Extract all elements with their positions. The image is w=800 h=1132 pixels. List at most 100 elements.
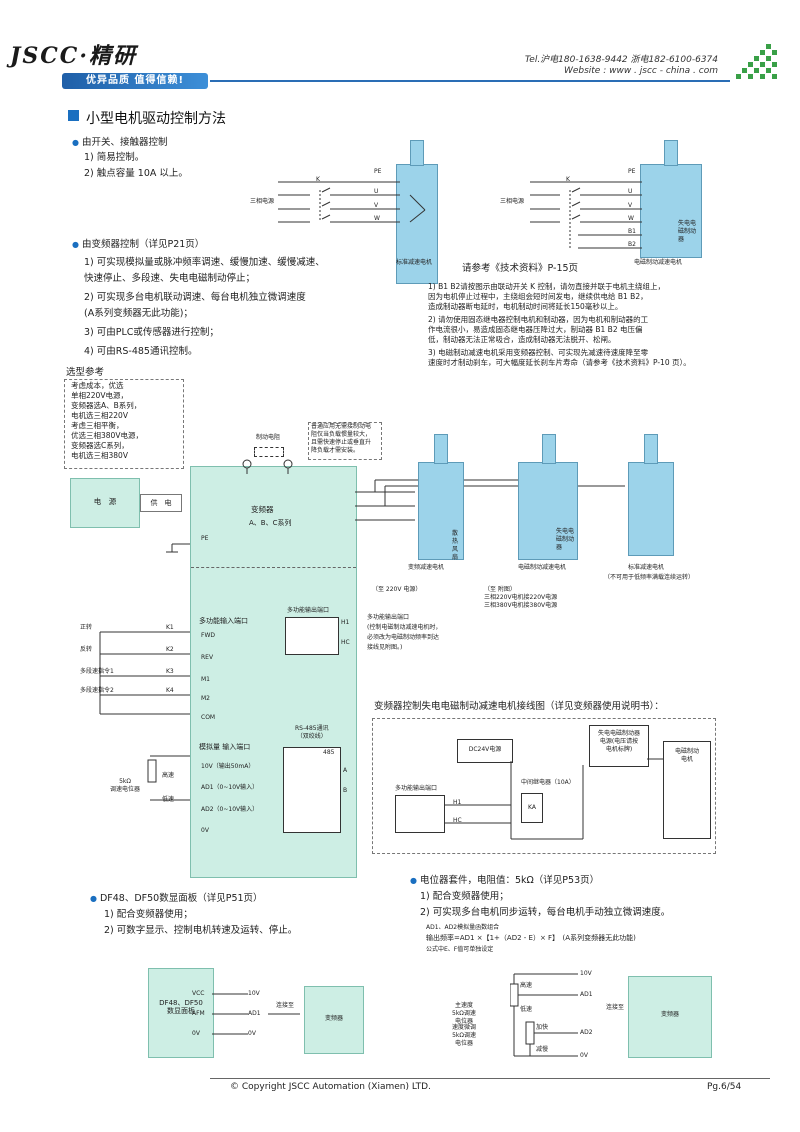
pot-high: 高速 [520,982,533,989]
ka-coil: KA [521,793,543,823]
method2-item: 快速停止、多段速、失电电磁制动停止； [84,273,256,284]
brake-resistor [254,447,284,457]
footer-rule [210,1078,770,1079]
pot-connect: 连接至 [606,1004,625,1011]
input-port-title: 多功能输入端口 [199,617,248,625]
motor-sub: （至 220V 电源） [372,586,422,593]
note-line: 1) B1 B2请按图示由联动开关 K 控制，请勿直接并联于电机主绕组上， [428,282,665,291]
supply-label: 三相电源 [250,198,275,205]
rs485-transceiver [283,747,341,833]
input-terminal: M1 [201,676,210,683]
note-line: 作电流很小，易造成固态继电器压降过大，制动器 B1 B2 电压偏 [428,325,643,334]
pot-acc: 加快 [536,1024,549,1031]
pot-kit-item: 1) 配合变频器使用； [420,891,509,902]
header-rule [210,80,730,82]
resistor-note-line: 普通应用无需接制动电 [311,423,372,430]
pot-kit-wiring [510,973,578,1057]
wiring-diagram: DC24V电源 失电电磁制动器 电源(电压请按 电机标牌) 电磁制动 电机 中间… [372,718,716,854]
selection-line: 优选三相380V电源， [71,431,143,440]
note-line: 造成制动器断电延时，电机制动时间将延长150毫秒以上。 [428,302,623,311]
terminal-v: V [374,202,379,209]
output-note: 必须改为电磁制动频率到达 [367,634,440,641]
analog-port-title: 模拟量 输入端口 [199,743,251,751]
df-val: AD1 [248,1010,261,1017]
motor-inner: 失电电磁制动器 [556,528,575,551]
method1-title: 由开关、接触器控制 [72,136,168,149]
page-number: Pg.6/54 [707,1082,742,1092]
website: Website : www . jscc - china . com [563,66,718,76]
selection-line: 考虑成本，优选 [71,381,124,390]
df-pin: 0V [192,1030,200,1037]
df-item: 2) 可数字显示、控制电机转速及运转、停止。 [104,925,298,936]
note-line: 因为电机停止过程中，主绕组会短时间发电，继续供电给 B1 B2， [428,292,648,301]
df-val: 0V [248,1030,256,1037]
df-pin: VCC [192,990,205,997]
terminal-w: W [374,215,380,222]
selection-line: 电机选三相380V [71,451,128,460]
a-terminal: A [343,767,348,774]
pot-term: 0V [580,1052,588,1059]
switch-k-label: K [316,176,320,183]
df-panel-label: DF48、DF50 数显面板 [159,999,203,1015]
motor-caption: 电磁制动减速电机 [518,564,567,571]
motor-caption: 电磁制动减速电机 [634,259,683,266]
supply-label: 供 电 [150,499,172,507]
inverter-pe: PE [201,535,209,542]
brake-resistor-label: 制动电阻 [256,434,281,441]
brake-motor-box: 电磁制动 电机 [663,741,711,839]
switch-label-m1: 多段速指令1 [80,668,114,675]
method2-item: 4) 可由RS-485通讯控制。 [84,346,198,357]
section-marker-icon [68,110,79,121]
selection-line: 电机选三相220V [71,411,128,420]
pot-term: AD1 [580,991,593,998]
output-note: (控制电磁制动减速电机时， [367,624,442,631]
output-note: 接线见附图。) [367,644,403,651]
wiring-title: 变频器控制失电电磁制动减速电机接线图（详见变频器使用说明书）： [374,701,664,712]
method1-item: 2) 触点容量 10A 以上。 [84,168,188,179]
inverter-motor [418,462,464,560]
section-title: 小型电机驱动控制方法 [86,111,226,127]
fine-pot-label: 速度微调 5kΩ调速 电位器 [452,1024,477,1047]
motor-shaft [664,140,678,166]
k1-label: K1 [166,624,174,631]
brake-label: 失电电磁制动器 [678,220,697,243]
reference-note: 请参考《技术资料》P-15页 [462,263,579,274]
pot-dec: 减慢 [536,1046,549,1053]
method2-title: 由变频器控制（详见P21页） [72,238,204,251]
selection-line: 变频器选A、B系列， [71,401,142,410]
standard-motor [628,462,674,556]
motor-shaft [644,434,658,464]
input-terminal: M2 [201,695,210,702]
method2-item: 1) 可实现模拟量或脉冲频率调速、缓慢加速、缓慢减速、 [84,257,325,268]
pot-high: 高速 [162,772,175,779]
input-terminal: COM [201,714,216,721]
motor-body [640,164,702,258]
pot-inverter: 变频器 [628,976,712,1058]
analog-terminal: AD2（0~10V输入） [201,806,259,813]
inverter-wiring [99,459,293,801]
pot-label: 5kΩ 调速电位器 [110,778,141,793]
brake-motor [518,462,578,560]
notes-block: 1) B1 B2请按图示由联动开关 K 控制，请勿直接并联于电机主绕组上， 因为… [428,282,691,368]
b-terminal: B [343,787,348,794]
pot-term: 10V [580,970,592,977]
main-pot-label: 主速度 5kΩ调速 电位器 [452,1002,476,1025]
pot-kit-item: 2) 可实现多台电机同步运转，每台电机手动独立微调速度。 [420,907,671,918]
k2-label: K2 [166,646,174,653]
df-wiring [212,993,300,1035]
k3-label: K3 [166,668,174,675]
output-port-title: 多功能输出端口 [287,607,330,614]
pot-low: 低速 [520,1006,533,1013]
terminal-pe: PE [374,168,382,175]
pot-inverter-label: 变频器 [660,1011,679,1018]
switch-label-rev: 反转 [80,646,93,653]
pot-low: 低速 [162,796,175,803]
terminal-w: W [628,215,634,222]
selection-title: 选型参考 [66,367,105,378]
motor-caption: 标准减速电机 [628,564,665,571]
motor-inner: 散热风扇 [452,530,459,561]
df-inverter-label: 变频器 [324,1015,343,1022]
terminal-b1: B1 [628,228,636,235]
motor-shaft [542,434,556,464]
switch-diagram-brake: 三相电源 K PE U V W B1 B2 失电电磁制动器 电磁制动减速电机 [500,120,710,270]
